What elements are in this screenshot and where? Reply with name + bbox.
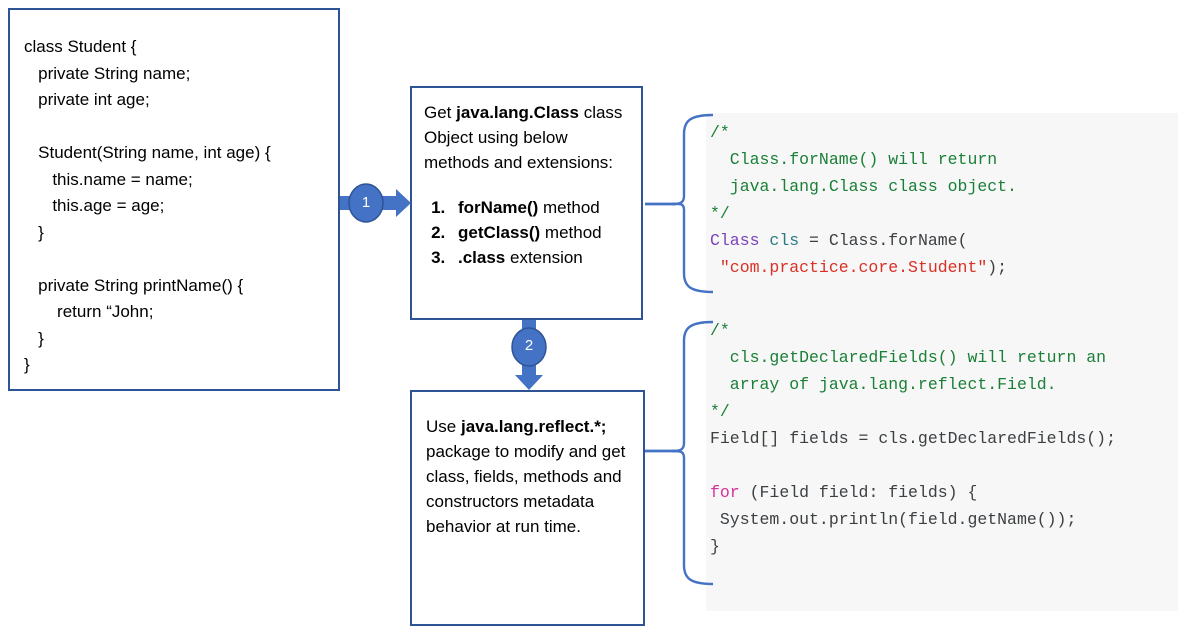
method-name: getClass() [458,223,541,242]
source-line: this.age = age; [24,196,165,215]
code-line: /* [710,119,1178,146]
code-line: Class cls = Class.forName( [710,227,1178,254]
source-line [24,114,324,141]
code-line: java.lang.Class class object. [710,173,1178,200]
reflect-intro-before: Use [426,417,461,436]
source-line: private String name; [24,63,191,83]
source-line [24,246,324,273]
source-line: return “John; [24,302,154,321]
method-list-item: forName() method [450,195,629,220]
code-line: for (Field field: fields) { [710,479,1178,506]
code-token: (Field field: fields) { [739,483,978,502]
method-list-item: getClass() method [450,220,629,245]
code-line: "com.practice.core.Student"); [710,254,1178,281]
get-class-intro-bold: java.lang.Class [456,103,579,122]
code-token [710,258,720,277]
code-line: Class.forName() will return [710,146,1178,173]
source-line: class Student { [24,37,137,56]
code-line: array of java.lang.reflect.Field. [710,371,1178,398]
code-token [760,231,770,250]
code-line: /* [710,317,1178,344]
code-token: */ [710,204,730,223]
code-token: /* [710,123,730,142]
arrow-step-2 [511,320,547,390]
method-suffix: method [538,198,600,217]
get-class-intro-after: class Object using below methods and ext… [424,103,623,172]
code-token: java.lang.Class class object. [710,177,1017,196]
get-class-intro-before: Get [424,103,457,122]
get-class-intro-text: Get java.lang.Class class Object using b… [424,100,629,175]
code-token: cls [769,231,800,250]
code-token: for [710,483,740,502]
code-token: } [710,537,720,556]
method-name: forName() [458,198,539,217]
brace-connector-top [645,113,714,294]
code-line: Field[] fields = cls.getDeclaredFields()… [710,425,1178,452]
source-line: private int age; [24,90,150,109]
method-suffix: method [540,223,602,242]
code-token: */ [710,402,730,421]
code-line: */ [710,398,1178,425]
code-line: System.out.println(field.getName()); [710,506,1178,533]
reflect-intro-after: package to modify and get class, fields,… [426,442,626,536]
source-line: } [24,222,44,242]
source-line: } [24,328,44,348]
code-token: ); [987,258,1008,277]
class-object-method-list: forName() methodgetClass() method.class … [424,195,629,270]
code-token: /* [710,321,730,340]
step-1-badge-label: 1 [361,194,371,211]
code-token: Class [710,231,760,250]
code-token: Field[] fields = cls.getDeclaredFields()… [710,429,1116,448]
code-token: = Class.forName( [799,231,968,250]
student-class-code-box: class Student { private String name; pri… [8,8,340,391]
code-token: "com.practice.core.Student" [719,258,988,277]
reflect-intro-bold: java.lang.reflect.*; [460,417,607,436]
get-class-step-box: Get java.lang.Class class Object using b… [410,86,643,320]
getdeclaredfields-code-snippet: /* cls.getDeclaredFields() will return a… [706,291,1178,611]
source-line: private String printName() { [24,275,244,295]
code-token: Class.forName() will return [710,150,998,169]
source-line: this.name = name; [24,169,193,189]
source-line: } [24,355,30,374]
step-2-badge-label: 2 [524,337,534,354]
reflect-intro-text: Use java.lang.reflect.*; package to modi… [426,414,631,539]
method-list-item: .class extension [450,245,629,270]
reflect-package-step-box: Use java.lang.reflect.*; package to modi… [410,390,645,626]
student-class-source-lines: class Student { private String name; pri… [24,34,324,379]
code-line: */ [710,200,1178,227]
method-name: .class [458,248,506,267]
code-line: } [710,533,1178,560]
source-line: Student(String name, int age) { [24,143,271,162]
brace-connector-bottom [645,320,714,586]
code-token: array of java.lang.reflect.Field. [710,375,1057,394]
code-line: cls.getDeclaredFields() will return an [710,344,1178,371]
forname-code-snippet: /* Class.forName() will return java.lang… [706,113,1178,297]
code-token: cls.getDeclaredFields() will return an [710,348,1107,367]
code-line [710,452,1178,479]
method-suffix: extension [505,248,583,267]
code-token: System.out.println(field.getName()); [710,510,1077,529]
